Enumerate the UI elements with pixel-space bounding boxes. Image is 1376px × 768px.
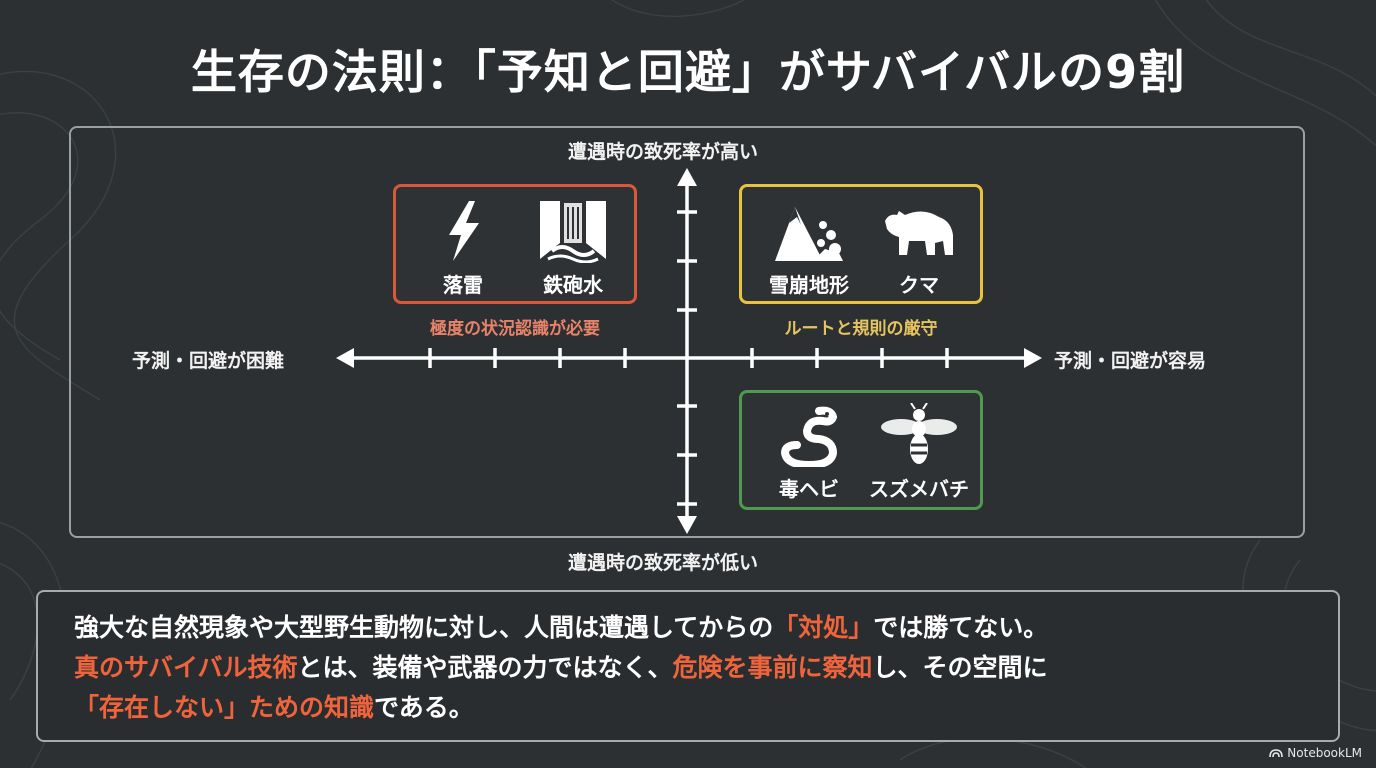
summary-line-2: 真のサバイバル技術とは、装備や武器の力ではなく、危険を事前に察知し、その空間に: [74, 648, 1308, 688]
summary-box: 強大な自然現象や大型野生動物に対し、人間は遭遇してからの「対処」では勝てない。 …: [36, 590, 1340, 742]
quadrant-bottom-right: 毒ヘビ スズメバチ: [739, 390, 983, 510]
summary-line-3: 「存在しない」ための知識である。: [74, 688, 1308, 728]
summary-highlight: 「対処」: [773, 613, 874, 642]
hazard-item: 鉄砲水: [518, 199, 628, 298]
diagram-frame: [69, 126, 1305, 538]
summary-highlight: 真のサバイバル技術: [74, 653, 298, 682]
branding-text: NotebookLM: [1287, 746, 1362, 760]
summary-text: である。: [374, 693, 474, 722]
hazard-label: 鉄砲水: [543, 273, 603, 297]
hazard-label: 落雷: [443, 273, 483, 297]
axis-label-bottom: 遭遇時の致死率が低い: [568, 552, 759, 574]
axis-label-top: 遭遇時の致死率が高い: [568, 141, 759, 163]
axis-label-left: 予測・回避が困難: [132, 350, 285, 372]
hazard-label: スズメバチ: [869, 477, 969, 501]
hazard-item: 雪崩地形: [754, 199, 864, 298]
hazard-label: クマ: [899, 273, 939, 297]
hazard-item: スズメバチ: [864, 403, 974, 502]
flash-flood-icon: [540, 201, 606, 263]
quadrant-top-right: 雪崩地形 クマ: [739, 184, 983, 304]
summary-highlight: 危険を事前に察知: [672, 653, 873, 682]
quadrant-top-left: 落雷 鉄砲水: [393, 184, 637, 304]
hazard-item: クマ: [864, 199, 974, 298]
hornet-icon: [881, 403, 957, 464]
branding: NotebookLM: [1269, 746, 1362, 760]
summary-text: 強大な自然現象や大型野生動物に対し、人間は遭遇してからの: [74, 613, 774, 642]
summary-text: とは、装備や武器の力ではなく、: [297, 653, 673, 682]
hazard-label: 毒ヘビ: [779, 477, 839, 501]
hazard-item: 落雷: [408, 199, 518, 298]
notebooklm-logo-icon: [1269, 749, 1284, 758]
hazard-item: 毒ヘビ: [754, 403, 864, 502]
snake-icon: [780, 406, 838, 467]
hazard-label: 雪崩地形: [769, 273, 849, 297]
bear-icon: [885, 211, 953, 255]
axis-label-right: 予測・回避が容易: [1054, 350, 1207, 372]
summary-highlight: 「存在しない」ための知識: [74, 693, 375, 722]
summary-text: し、その空間に: [872, 653, 1048, 682]
quadrant-caption: ルートと規則の厳守: [784, 319, 938, 339]
quadrant-caption: 極度の状況認識が必要: [430, 319, 600, 339]
lightning-icon: [449, 201, 479, 261]
summary-text: では勝てない。: [873, 613, 1049, 642]
avalanche-icon: [775, 207, 843, 261]
page-title: 生存の法則：「予知と回避」がサバイバルの9割: [190, 45, 1186, 99]
summary-line-1: 強大な自然現象や大型野生動物に対し、人間は遭遇してからの「対処」では勝てない。: [74, 608, 1308, 648]
